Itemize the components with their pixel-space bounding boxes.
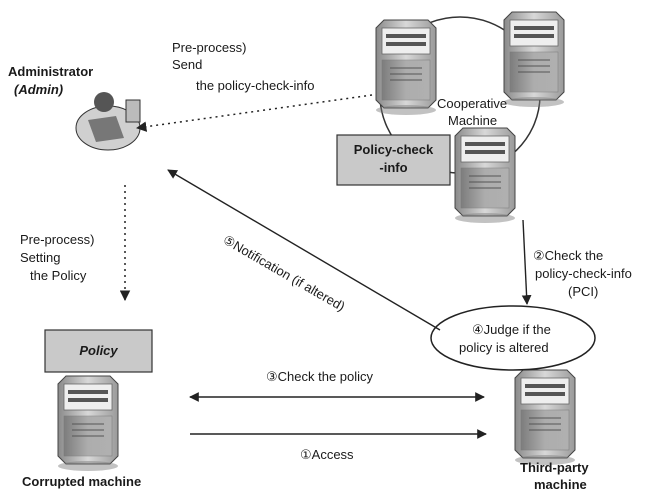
corrupted-label: Corrupted machine [22, 474, 142, 489]
send-pci-arrow [135, 94, 373, 132]
policy-box [44, 329, 153, 373]
third-party-label-line2: machine [534, 477, 587, 492]
admin-label-line2: (Admin) [14, 82, 64, 97]
admin-figure [75, 92, 141, 151]
third-party-server [514, 369, 576, 466]
cooperative-label-line2: Machine [448, 113, 498, 128]
pci-box-label-line1: Policy-check [353, 142, 434, 157]
third-party-label-line1: Third-party [520, 460, 589, 475]
check-pci-arrow [521, 219, 532, 305]
cooperative-server-1 [375, 19, 437, 116]
pci-box [336, 134, 451, 186]
admin-label-line1: Administrator [8, 64, 94, 79]
check-policy-label: ③Check the policy [266, 369, 374, 384]
pci-box-label-line2: -info [379, 160, 408, 175]
check-pci-label-line3: (PCI) [568, 284, 599, 299]
judge-label-line2: policy is altered [459, 340, 549, 355]
policy-box-label: Policy [79, 343, 118, 358]
setting-policy-label-line1: Pre-process) [20, 232, 95, 247]
cooperative-server-2 [503, 11, 565, 108]
send-pci-label-line3: the policy-check-info [196, 78, 315, 93]
cooperative-label-line1: Cooperative [437, 96, 508, 111]
setting-policy-label-line2: Setting [20, 250, 61, 265]
check-pci-label-line1: ②Check the [533, 248, 604, 263]
judge-ellipse [430, 305, 596, 371]
send-pci-label-line1: Pre-process) [172, 40, 247, 55]
notification-arrow [167, 169, 441, 331]
send-pci-label-line2: Send [172, 57, 203, 72]
setting-policy-label-line3: the Policy [30, 268, 87, 283]
access-label: ①Access [300, 447, 354, 462]
cooperative-server-3 [454, 127, 516, 224]
corrupted-server [57, 375, 119, 472]
check-pci-label-line2: policy-check-info [535, 266, 632, 281]
judge-label-line1: ④Judge if the [472, 322, 551, 337]
